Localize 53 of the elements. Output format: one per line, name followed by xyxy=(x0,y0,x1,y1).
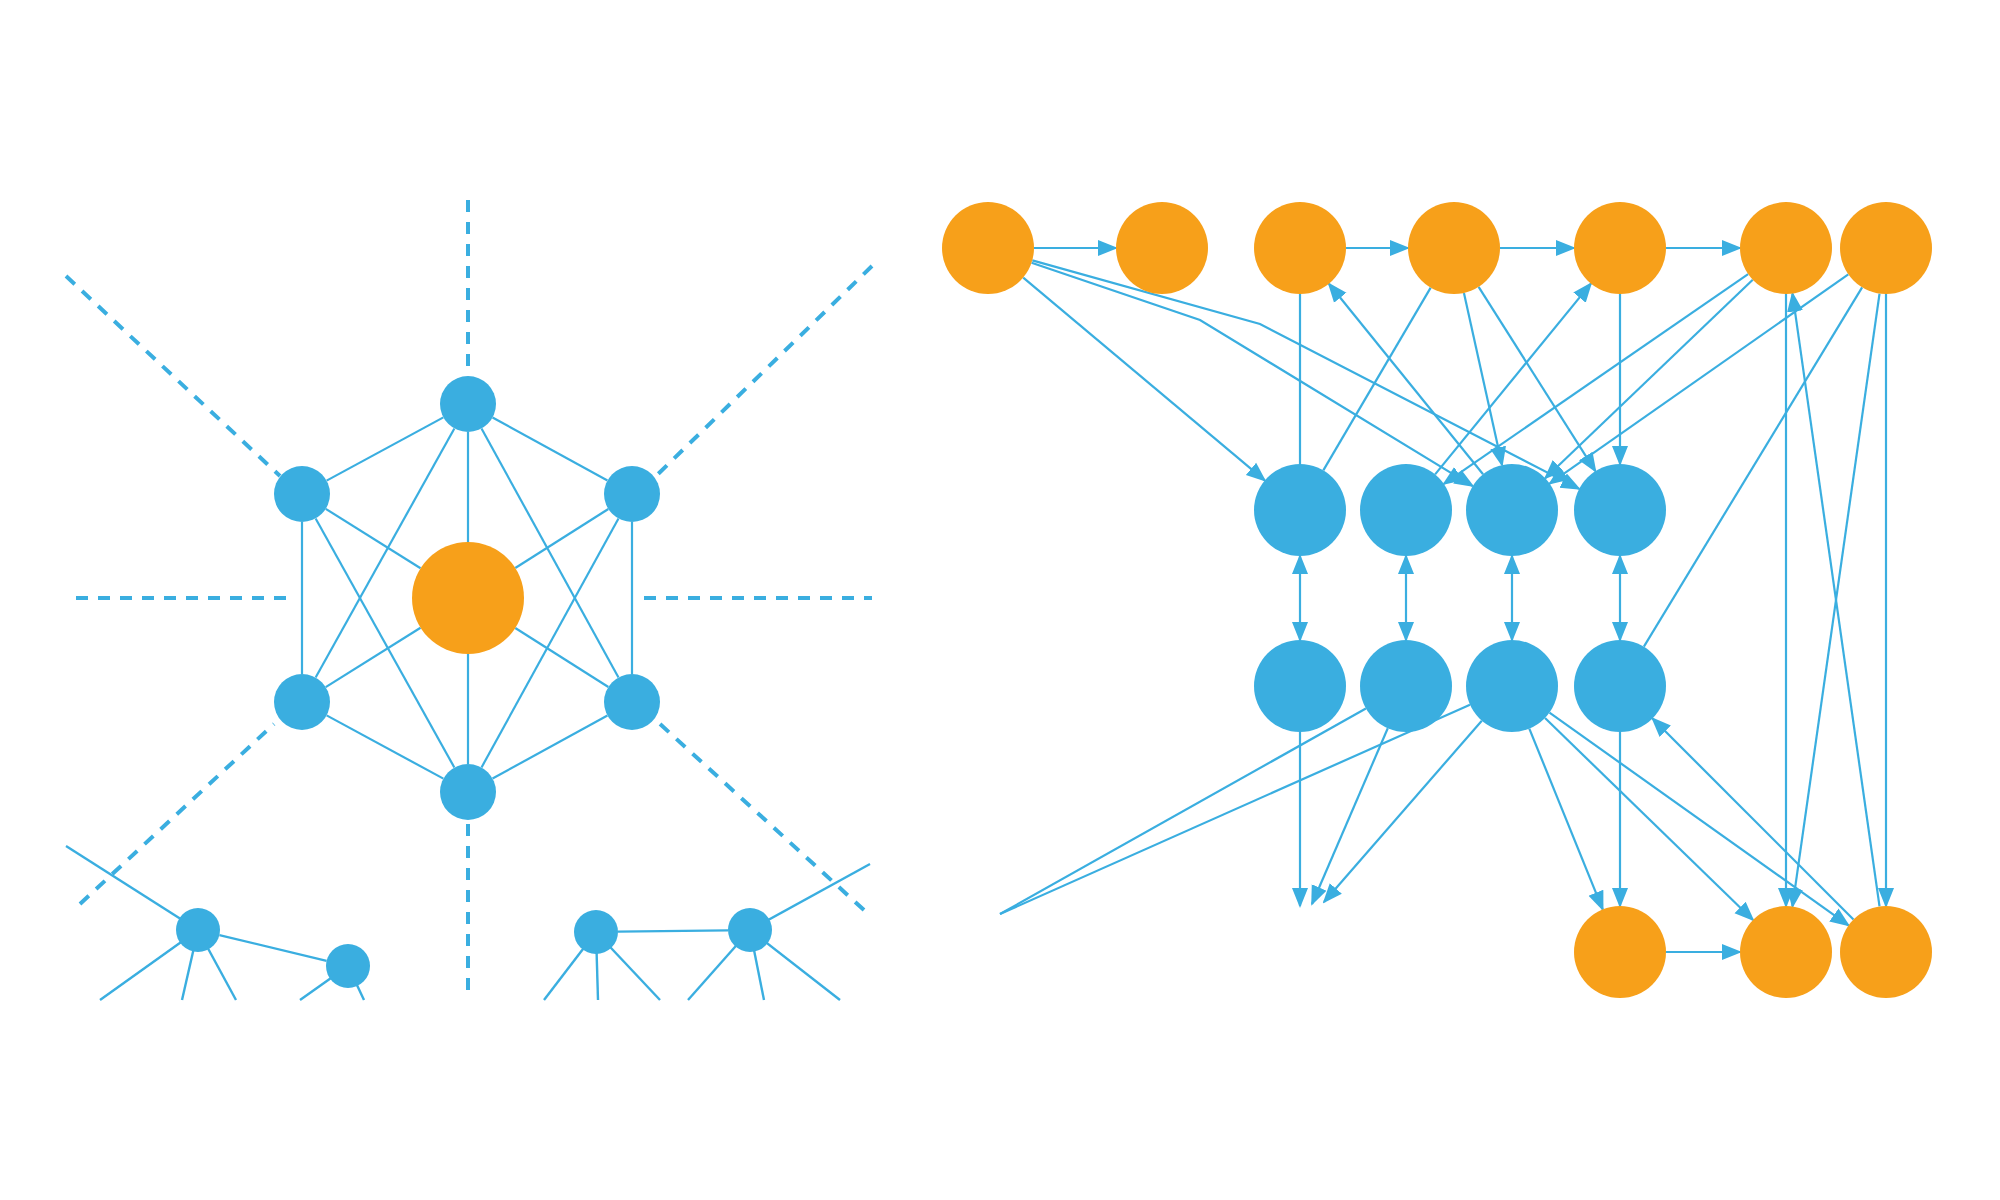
connector-line xyxy=(514,508,609,569)
arrow xyxy=(1462,292,1506,468)
arrow xyxy=(1292,732,1308,908)
arrow xyxy=(1612,554,1628,642)
connector-line xyxy=(514,627,609,688)
arrow xyxy=(1292,554,1308,642)
arrow xyxy=(1666,944,1742,960)
connector-line xyxy=(480,518,620,768)
arrow xyxy=(1651,717,1855,921)
connector-line xyxy=(219,934,327,962)
arrow xyxy=(1612,294,1628,466)
connector-line xyxy=(466,432,470,542)
connector-line xyxy=(326,416,444,482)
arrow xyxy=(1612,732,1628,908)
connector-line xyxy=(466,654,470,764)
arrow xyxy=(1548,711,1851,927)
arrow xyxy=(1346,240,1410,256)
arrow xyxy=(1528,728,1604,912)
arrow xyxy=(1022,276,1267,482)
arrow xyxy=(1398,554,1414,642)
arrow xyxy=(1504,554,1520,642)
arrow xyxy=(1322,719,1483,904)
connector-line xyxy=(314,517,456,769)
arrow xyxy=(1032,259,1581,490)
arrow xyxy=(1543,279,1754,480)
connector-line xyxy=(1642,286,1864,648)
arrow xyxy=(1778,294,1794,908)
connector-line xyxy=(480,428,620,678)
connector-line xyxy=(630,522,634,674)
arrow xyxy=(1031,261,1475,488)
connector-line xyxy=(325,626,422,689)
arrow xyxy=(1500,240,1576,256)
connector-line xyxy=(1322,287,1432,471)
connector-line xyxy=(492,416,608,482)
arrow xyxy=(1442,273,1749,485)
arrow xyxy=(1434,282,1593,476)
connector-line xyxy=(492,714,608,780)
connector-line xyxy=(314,427,456,679)
arrow xyxy=(1477,286,1597,473)
arrow xyxy=(1548,273,1849,485)
connector-line xyxy=(618,929,728,933)
arrow xyxy=(1544,717,1755,922)
connector-line xyxy=(325,507,422,570)
arrow xyxy=(1034,240,1118,256)
connector-line xyxy=(999,707,1367,915)
arrow xyxy=(1327,282,1484,475)
arrow xyxy=(1878,294,1894,908)
arrow xyxy=(1311,727,1389,906)
connector-line xyxy=(1298,294,1302,464)
connector-line xyxy=(999,703,1471,915)
connector-line xyxy=(326,714,444,780)
connector-line xyxy=(300,522,304,674)
arrow xyxy=(1666,240,1742,256)
